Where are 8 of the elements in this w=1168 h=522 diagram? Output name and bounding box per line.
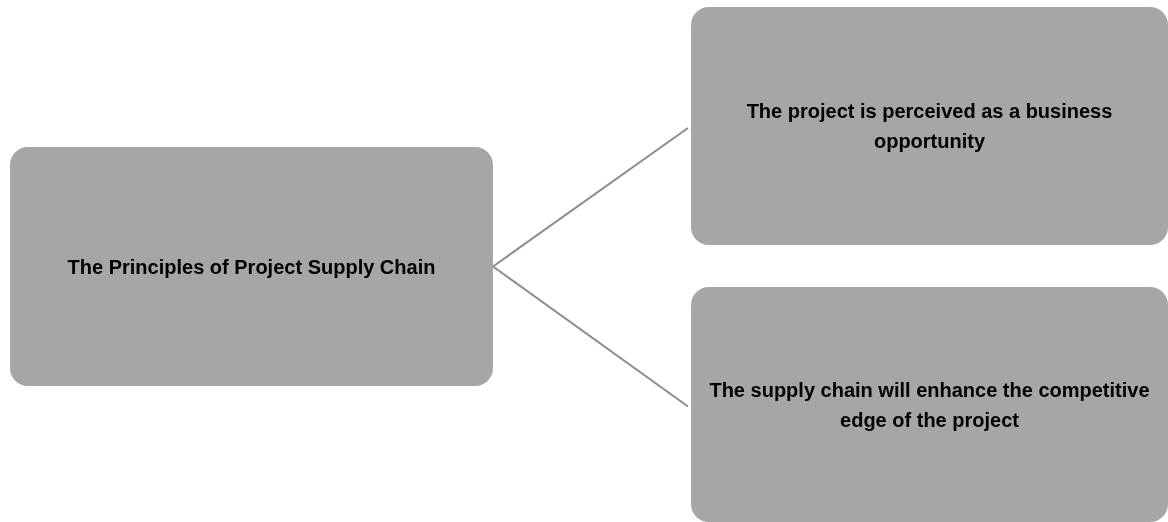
rounded-box [691, 287, 1168, 522]
box-label: The project is perceived as a business opportunity [745, 99, 1114, 154]
connector-line [492, 127, 689, 268]
rounded-box [691, 7, 1168, 245]
rounded-box [10, 147, 493, 386]
box-label: The Principles of Project Supply Chain [67, 254, 436, 280]
connector-line [492, 265, 689, 408]
box-label: The supply chain will enhance the competitive edge of the project [708, 377, 1151, 433]
